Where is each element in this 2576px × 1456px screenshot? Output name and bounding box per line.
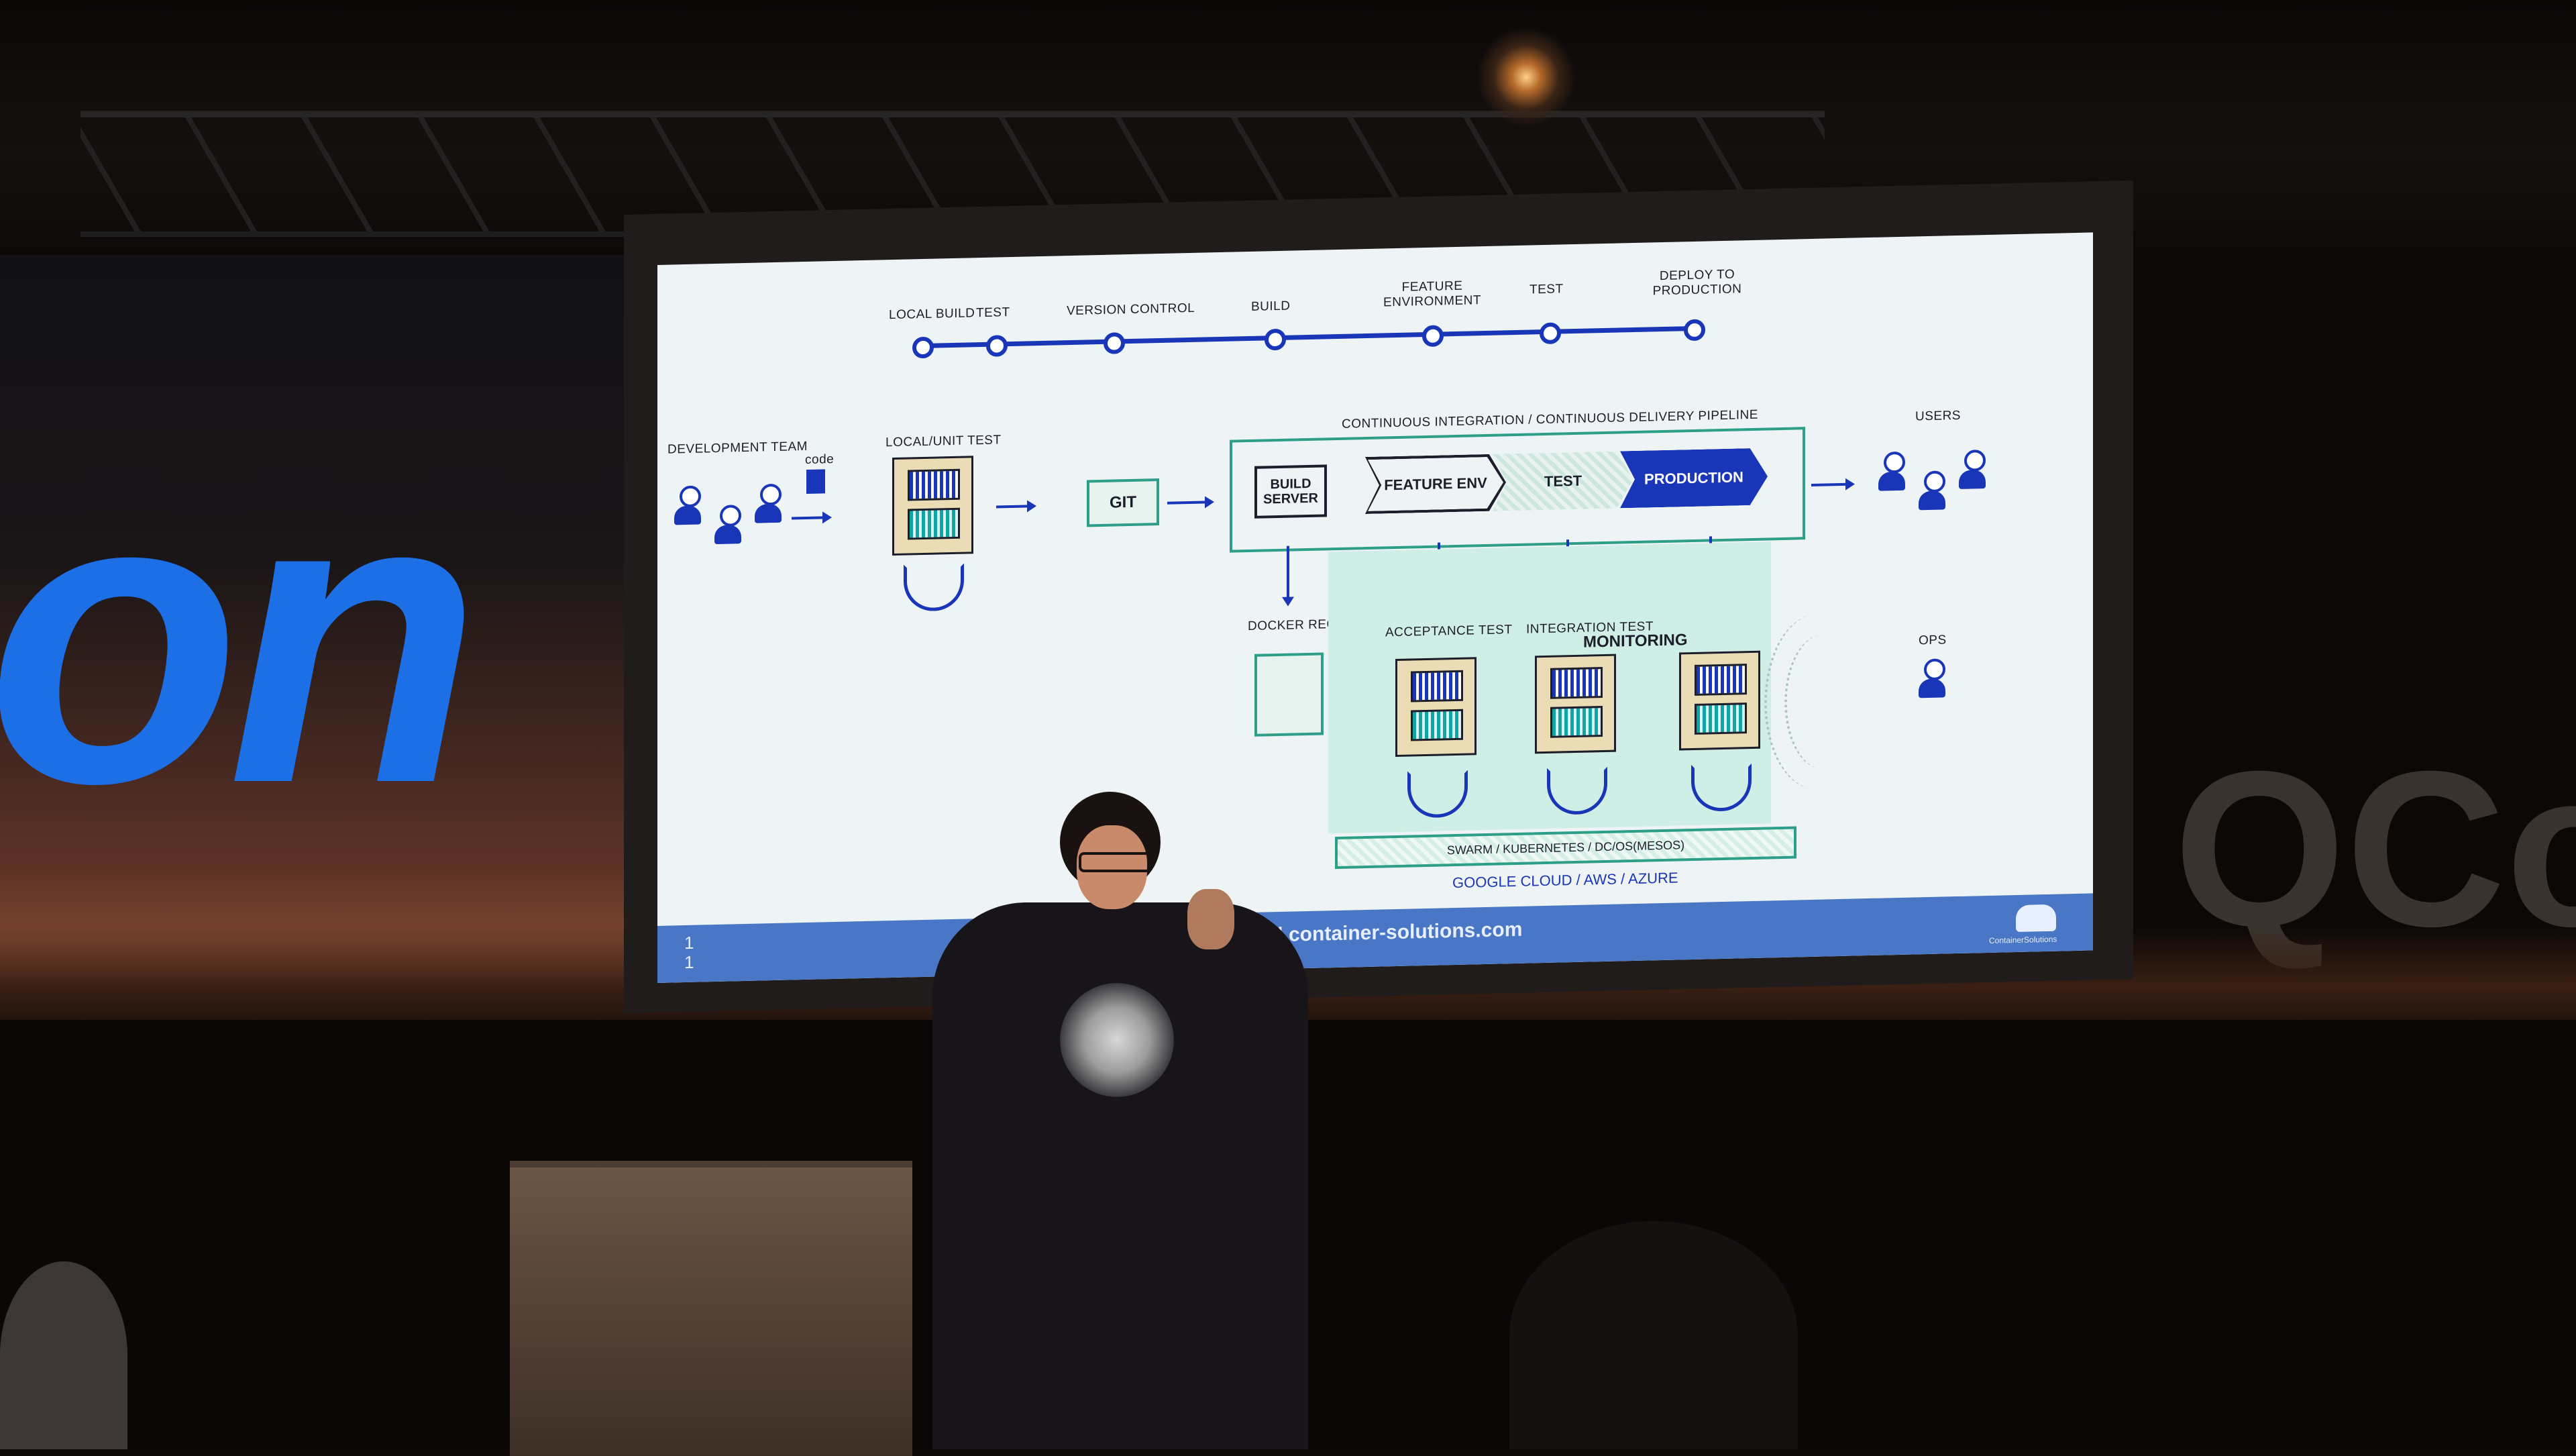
arrow bbox=[1167, 501, 1208, 505]
presentation-slide: LOCAL BUILD TEST VERSION CONTROL BUILD F… bbox=[657, 232, 2093, 983]
speaker-face bbox=[1077, 825, 1147, 909]
timeline-label: LOCAL BUILD bbox=[889, 306, 975, 323]
timeline-label: TEST bbox=[1529, 282, 1564, 297]
git-box: GIT bbox=[1087, 478, 1159, 527]
stage-production: PRODUCTION bbox=[1620, 448, 1768, 508]
timeline-node bbox=[986, 335, 1008, 357]
timeline-node bbox=[1422, 325, 1444, 348]
side-banner-screen bbox=[0, 255, 637, 1020]
stage-test: TEST bbox=[1493, 451, 1633, 511]
container-icon bbox=[1679, 650, 1760, 751]
stage-feature-env-label: FEATURE ENV bbox=[1368, 456, 1503, 511]
timeline-label: FEATURE ENVIRONMENT bbox=[1383, 278, 1481, 310]
timeline-label: VERSION CONTROL bbox=[1067, 301, 1195, 319]
audience-head bbox=[0, 1261, 127, 1449]
developer-icon bbox=[674, 485, 701, 527]
docker-registry-icon bbox=[1254, 652, 1324, 737]
development-team-label: DEVELOPMENT TEAM bbox=[667, 439, 808, 457]
local-unit-test-label: LOCAL/UNIT TEST bbox=[885, 433, 1002, 450]
arrow bbox=[996, 505, 1030, 509]
ops-label: OPS bbox=[1919, 633, 1947, 648]
timeline-node bbox=[1265, 328, 1286, 351]
acceptance-test-label: ACCEPTANCE TEST bbox=[1385, 623, 1513, 640]
ops-icon bbox=[1919, 658, 1945, 699]
arrow bbox=[792, 516, 825, 520]
audience-head bbox=[1509, 1221, 1798, 1449]
users-label: USERS bbox=[1915, 408, 1961, 424]
code-label: code bbox=[805, 452, 835, 468]
code-document-icon bbox=[806, 469, 825, 494]
page-number: 1 1 bbox=[684, 932, 694, 972]
podium bbox=[510, 1161, 912, 1456]
speaker-hand bbox=[1187, 889, 1234, 949]
timeline-label: TEST bbox=[976, 305, 1010, 321]
speaker-glasses bbox=[1079, 852, 1151, 872]
arrow bbox=[1287, 545, 1289, 600]
container-icon bbox=[1395, 657, 1477, 758]
speaker bbox=[919, 792, 1322, 1449]
loop-arrow-icon bbox=[904, 563, 964, 612]
user-icon bbox=[1919, 470, 1945, 511]
timeline-label: BUILD bbox=[1251, 299, 1291, 314]
arrow bbox=[1811, 482, 1848, 486]
timeline-node bbox=[1104, 332, 1125, 354]
container-icon bbox=[1535, 654, 1616, 754]
container-icon bbox=[892, 456, 973, 556]
cloud-logo-icon bbox=[2016, 904, 2056, 933]
footer-logo-text: ContainerSolutions bbox=[1989, 934, 2057, 945]
side-banner-logo-text: on bbox=[0, 405, 481, 870]
spotlight bbox=[1476, 27, 1576, 127]
timeline-label: DEPLOY TO PRODUCTION bbox=[1652, 267, 1742, 299]
build-server-box: BUILD SERVER bbox=[1254, 464, 1327, 519]
user-icon bbox=[1878, 451, 1905, 492]
pipeline-title: CONTINUOUS INTEGRATION / CONTINUOUS DELI… bbox=[1342, 407, 1758, 431]
timeline-node bbox=[912, 336, 934, 359]
hoodie-emblem bbox=[1060, 983, 1174, 1097]
timeline-node bbox=[1540, 322, 1561, 345]
timeline-node bbox=[1684, 319, 1705, 342]
right-banner-logo-text: QCo bbox=[2174, 725, 2576, 972]
developer-icon bbox=[714, 505, 741, 545]
timeline-line bbox=[919, 325, 1694, 349]
cloud-providers: GOOGLE CLOUD / AWS / AZURE bbox=[1452, 869, 1678, 892]
user-icon bbox=[1959, 450, 1986, 490]
developer-icon bbox=[755, 483, 782, 525]
orchestrator-bar: SWARM / KUBERNETES / DC/OS(MESOS) bbox=[1335, 826, 1796, 870]
monitoring-label: MONITORING bbox=[1583, 631, 1688, 652]
stage-feature-env: FEATURE ENV bbox=[1365, 454, 1506, 514]
